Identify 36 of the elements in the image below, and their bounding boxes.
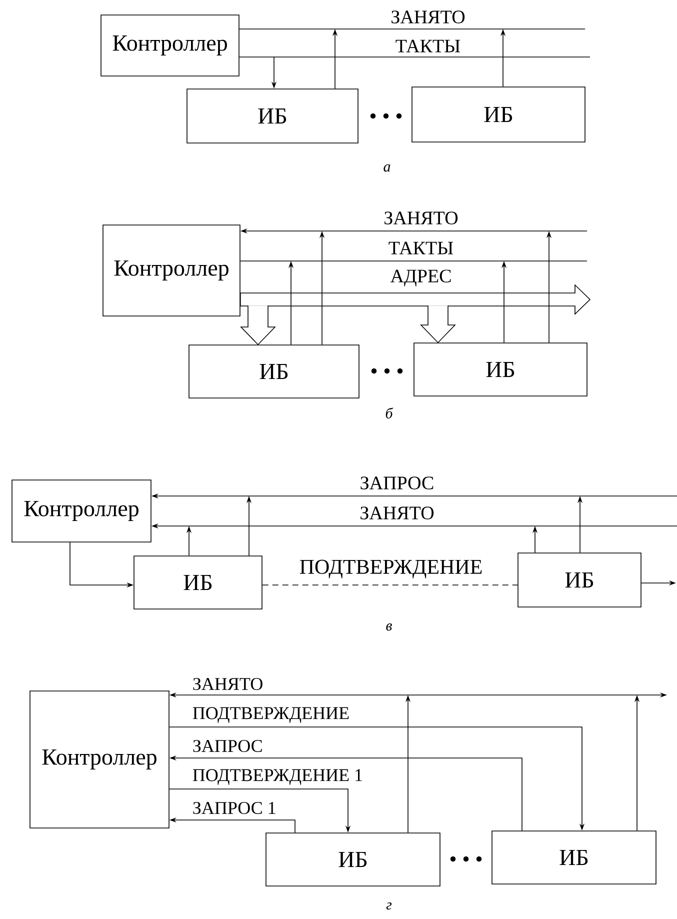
panel-caption: г <box>386 902 392 910</box>
edge-label: ЗАПРОС 1 <box>193 802 276 814</box>
module-box: ИБ <box>266 832 440 886</box>
controller-box: Контроллер <box>30 690 170 828</box>
edge-label: ЗАНЯТО <box>193 678 262 690</box>
edge-label: ЗАНЯТО <box>360 506 434 520</box>
edge-label: ЗАПРОС <box>360 476 434 490</box>
bus-arrow <box>240 284 591 315</box>
module-box: ИБ <box>492 830 656 884</box>
panel-caption: а <box>384 164 390 172</box>
edge-label: ЗАНЯТО <box>392 10 465 24</box>
edge-label: ЗАНЯТО <box>384 212 458 224</box>
connector-line <box>240 260 588 262</box>
edge-label: ПОДТВЕРЖДЕНИЕ <box>192 707 349 723</box>
connector-line <box>262 584 518 586</box>
edge-label: ЗАПРОС <box>193 740 262 752</box>
edge-label: ПОДТВЕРЖДЕНИЕ 1 <box>192 769 362 785</box>
connector-line <box>239 56 590 58</box>
edge-label: АДРЕС <box>390 270 451 286</box>
controller-box: Контроллер <box>100 14 240 76</box>
controller-box: Контроллер <box>12 480 152 542</box>
module-box: ИБ <box>518 552 642 608</box>
edge-label: ТАКТЫ <box>388 242 454 254</box>
connector-line <box>239 28 586 30</box>
module-box: ИБ <box>186 88 358 144</box>
panel-caption: в <box>386 623 392 631</box>
bus-arrow <box>240 305 276 346</box>
panel-caption: б <box>386 408 394 418</box>
edge-label: ПОДТВЕРЖДЕНИЕ <box>300 560 482 578</box>
module-box: ИБ <box>134 556 262 610</box>
module-box: ИБ <box>412 86 586 142</box>
edge-label: ТАКТЫ <box>396 40 460 52</box>
module-box: ИБ <box>414 342 588 396</box>
module-box: ИБ <box>188 344 360 398</box>
bus-arrow <box>420 305 456 344</box>
controller-box: Контроллер <box>102 224 240 316</box>
